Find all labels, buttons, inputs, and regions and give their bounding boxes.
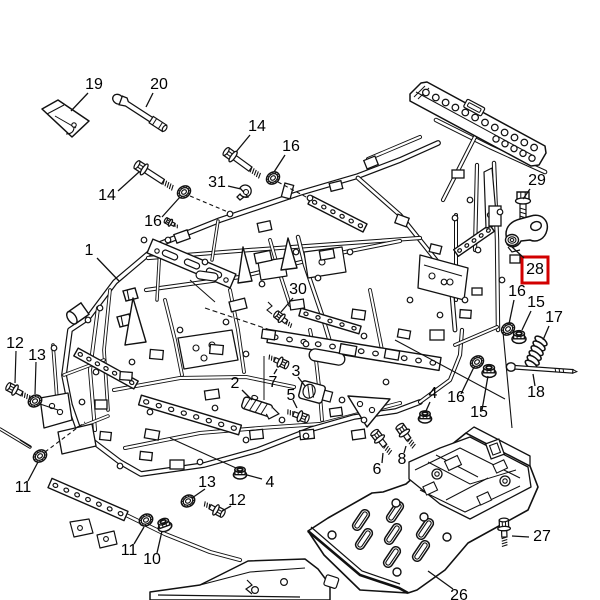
svg-text:8: 8 (398, 451, 407, 468)
svg-text:16: 16 (447, 389, 465, 406)
svg-text:10: 10 (143, 551, 161, 568)
svg-text:16: 16 (144, 213, 162, 230)
svg-text:12: 12 (6, 335, 24, 352)
svg-text:11: 11 (121, 542, 138, 559)
svg-text:29: 29 (528, 172, 546, 189)
svg-text:28: 28 (526, 261, 544, 278)
svg-text:19: 19 (85, 76, 103, 93)
svg-text:20: 20 (150, 76, 168, 93)
svg-text:15: 15 (470, 404, 488, 421)
svg-text:26: 26 (450, 587, 468, 600)
svg-text:7: 7 (269, 374, 278, 391)
svg-text:31: 31 (208, 174, 226, 191)
svg-text:13: 13 (28, 347, 46, 364)
svg-text:16: 16 (282, 138, 300, 155)
svg-text:2: 2 (231, 375, 240, 392)
svg-text:14: 14 (98, 187, 116, 204)
svg-text:17: 17 (545, 309, 563, 326)
svg-text:4: 4 (266, 474, 275, 491)
svg-text:18: 18 (527, 384, 545, 401)
svg-text:15: 15 (527, 294, 545, 311)
svg-text:14: 14 (248, 118, 266, 135)
svg-text:1: 1 (85, 242, 94, 259)
svg-text:6: 6 (373, 461, 382, 478)
svg-text:5: 5 (287, 387, 296, 404)
svg-text:12: 12 (228, 492, 246, 509)
svg-text:11: 11 (15, 479, 32, 496)
svg-text:16: 16 (508, 283, 526, 300)
svg-text:13: 13 (198, 474, 216, 491)
svg-text:4: 4 (429, 385, 438, 402)
svg-text:3: 3 (292, 363, 301, 380)
svg-text:27: 27 (533, 528, 551, 545)
svg-text:30: 30 (289, 281, 307, 298)
